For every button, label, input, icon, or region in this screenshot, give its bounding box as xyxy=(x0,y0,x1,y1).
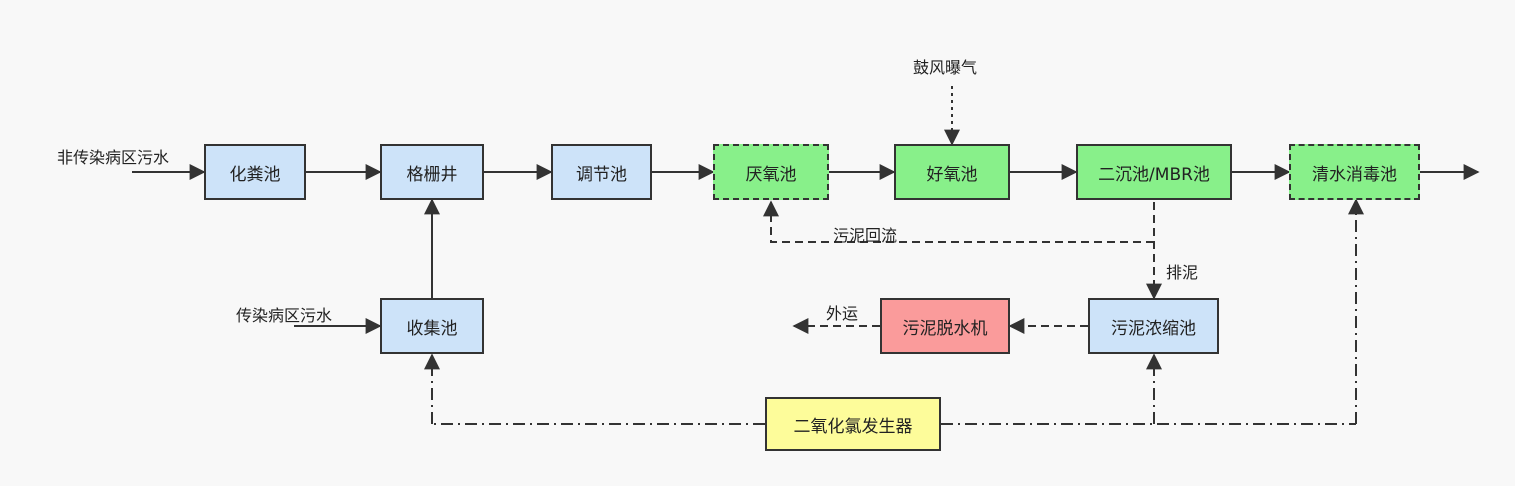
sludge-dewatering-machine-box[interactable]: 污泥脱水机 xyxy=(880,298,1010,354)
clear-water-disinfection-label: 清水消毒池 xyxy=(1312,164,1397,185)
blower-aeration-label: 鼓风曝气 xyxy=(913,58,978,77)
aerobic-tank-label: 好氧池 xyxy=(926,164,978,185)
sludge-discharge-label: 排泥 xyxy=(1166,263,1199,282)
sludge-thickening-tank-box[interactable]: 污泥浓缩池 xyxy=(1088,298,1219,354)
equalization-tank-label: 调节池 xyxy=(576,164,627,185)
infectious-inflow-label: 传染病区污水 xyxy=(236,306,333,325)
clear-water-disinfection-box[interactable]: 清水消毒池 xyxy=(1289,144,1420,200)
non-infectious-inflow-label: 非传染病区污水 xyxy=(57,148,170,167)
septic-tank-box[interactable]: 化粪池 xyxy=(204,144,306,200)
anaerobic-tank-box[interactable]: 厌氧池 xyxy=(713,144,829,200)
anaerobic-tank-label: 厌氧池 xyxy=(745,164,797,185)
bar-screen-well-box[interactable]: 格栅井 xyxy=(380,144,484,200)
sludge-return-label: 污泥回流 xyxy=(833,226,898,245)
bar-screen-well-label: 格栅井 xyxy=(406,164,458,185)
secondary-settling-mbr-box[interactable]: 二沉池/MBR池 xyxy=(1076,144,1232,200)
outbound-label: 外运 xyxy=(826,304,859,323)
sludge-return-line xyxy=(763,200,1154,243)
collection-tank-box[interactable]: 收集池 xyxy=(380,298,484,354)
chlorine-dioxide-generator-box[interactable]: 二氧化氯发生器 xyxy=(765,397,941,451)
sludge-thickening-tank-label: 污泥浓缩池 xyxy=(1111,318,1196,339)
septic-tank-label: 化粪池 xyxy=(229,164,281,185)
aerobic-tank-box[interactable]: 好氧池 xyxy=(894,144,1010,200)
equalization-tank-box[interactable]: 调节池 xyxy=(551,144,652,200)
chlorine-dioxide-generator-label: 二氧化氯发生器 xyxy=(793,416,913,437)
sludge-dewatering-machine-label: 污泥脱水机 xyxy=(902,318,988,339)
collection-tank-label: 收集池 xyxy=(406,318,458,339)
secondary-settling-mbr-label: 二沉池/MBR池 xyxy=(1098,164,1210,185)
